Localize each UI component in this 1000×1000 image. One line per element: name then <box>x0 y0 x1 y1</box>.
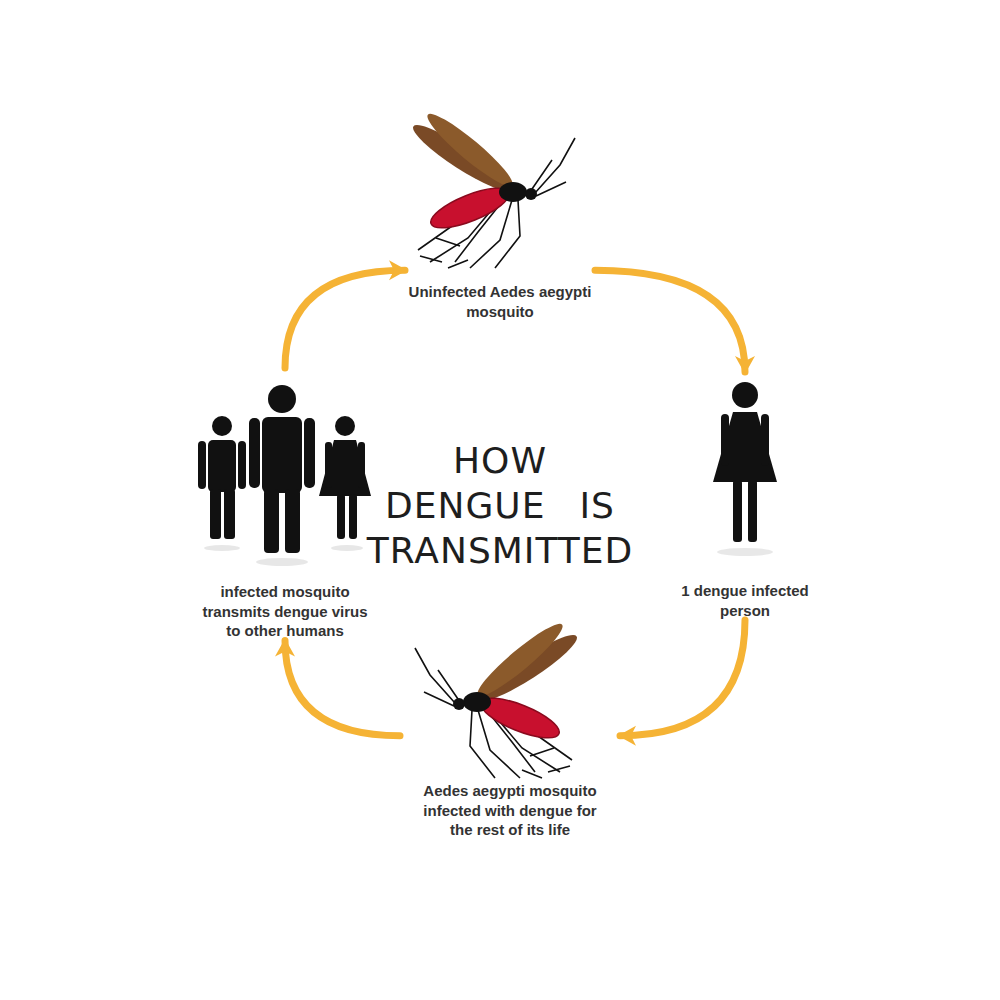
person-woman <box>713 382 777 542</box>
cycle-step: Aedes aegypti mosquito infected with den… <box>400 632 620 840</box>
step-caption: Uninfected Aedes aegypti mosquito <box>408 282 593 321</box>
person-family <box>198 385 371 553</box>
cycle-step: Uninfected Aedes aegypti mosquito <box>405 118 595 321</box>
cycle-arrow <box>285 641 400 736</box>
step-caption: infected mosquito transmits dengue virus… <box>195 582 375 641</box>
step-caption: 1 dengue infected person <box>670 581 820 620</box>
cycle-arrow <box>595 270 745 372</box>
step-caption: Aedes aegypti mosquito infected with den… <box>413 781 608 840</box>
cycle-arrow <box>285 270 405 368</box>
cycle-step: infected mosquito transmits dengue virus… <box>185 368 385 641</box>
cycle-arrow <box>620 620 745 736</box>
mosquito-infected <box>415 617 583 778</box>
cycle-step: 1 dengue infected person <box>660 372 830 620</box>
diagram-title: HOW DENGUE IS TRANSMITTED <box>367 438 633 573</box>
mosquito-uninfected <box>407 107 575 268</box>
